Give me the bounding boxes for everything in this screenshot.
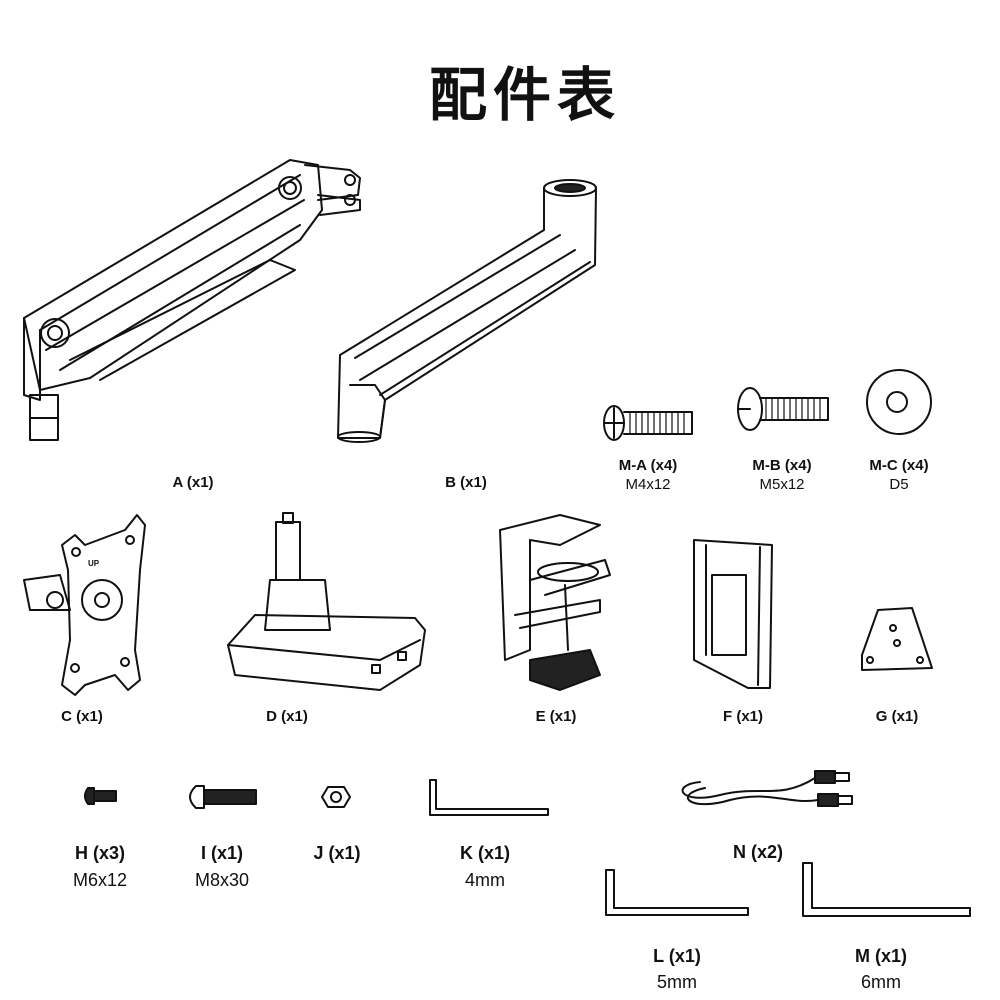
part-mb-spec: M5x12 bbox=[759, 476, 805, 493]
part-m-spec: 6mm bbox=[861, 972, 901, 992]
part-mb-label: M-B (x4) bbox=[752, 457, 812, 474]
part-l-spec: 5mm bbox=[657, 972, 697, 992]
part-j-label: J (x1) bbox=[313, 843, 361, 863]
part-i-spec: M8x30 bbox=[194, 870, 250, 890]
part-f-label: F (x1) bbox=[722, 708, 764, 725]
part-mc-spec: D5 bbox=[889, 476, 909, 493]
part-j-nut bbox=[321, 786, 351, 808]
part-b-extension-arm bbox=[337, 179, 597, 443]
part-n-usb-cables bbox=[681, 770, 853, 807]
part-l-label: L (x1) bbox=[653, 946, 701, 966]
part-f-cable-cover bbox=[693, 539, 773, 689]
part-ma-screw bbox=[603, 405, 693, 441]
part-h-screw bbox=[84, 787, 117, 805]
vesa-up-mark: UP bbox=[88, 559, 100, 568]
part-g-bracket-plate bbox=[861, 607, 933, 671]
part-mb-screw bbox=[737, 387, 829, 431]
part-d-desk-base bbox=[227, 512, 426, 691]
part-i-screw bbox=[189, 785, 257, 809]
part-h-spec: M6x12 bbox=[72, 870, 128, 890]
part-e-desk-clamp bbox=[499, 514, 611, 691]
part-h-label: H (x3) bbox=[74, 843, 126, 863]
part-d-label: D (x1) bbox=[266, 708, 308, 725]
part-k-label: K (x1) bbox=[459, 843, 511, 863]
part-mc-washer bbox=[866, 369, 932, 435]
page-title: 配件表 bbox=[428, 61, 621, 129]
part-c-vesa-plate: UP bbox=[23, 514, 146, 696]
part-c-label: C (x1) bbox=[61, 708, 103, 725]
part-b-label: B (x1) bbox=[445, 474, 487, 491]
part-e-label: E (x1) bbox=[535, 708, 577, 725]
part-ma-spec: M4x12 bbox=[625, 476, 671, 493]
part-k-spec: 4mm bbox=[465, 870, 505, 890]
part-m-hex-key bbox=[802, 862, 971, 917]
part-m-label: M (x1) bbox=[854, 946, 908, 966]
part-ma-label: M-A (x4) bbox=[618, 457, 678, 474]
part-l-hex-key bbox=[605, 869, 749, 916]
part-a-label: A (x1) bbox=[172, 474, 214, 491]
part-mc-label: M-C (x4) bbox=[869, 457, 929, 474]
part-i-label: I (x1) bbox=[200, 843, 244, 863]
part-k-hex-key bbox=[429, 779, 549, 816]
part-g-label: G (x1) bbox=[875, 708, 919, 725]
part-n-label: N (x2) bbox=[732, 842, 784, 862]
part-a-gas-spring-arm bbox=[23, 159, 361, 441]
